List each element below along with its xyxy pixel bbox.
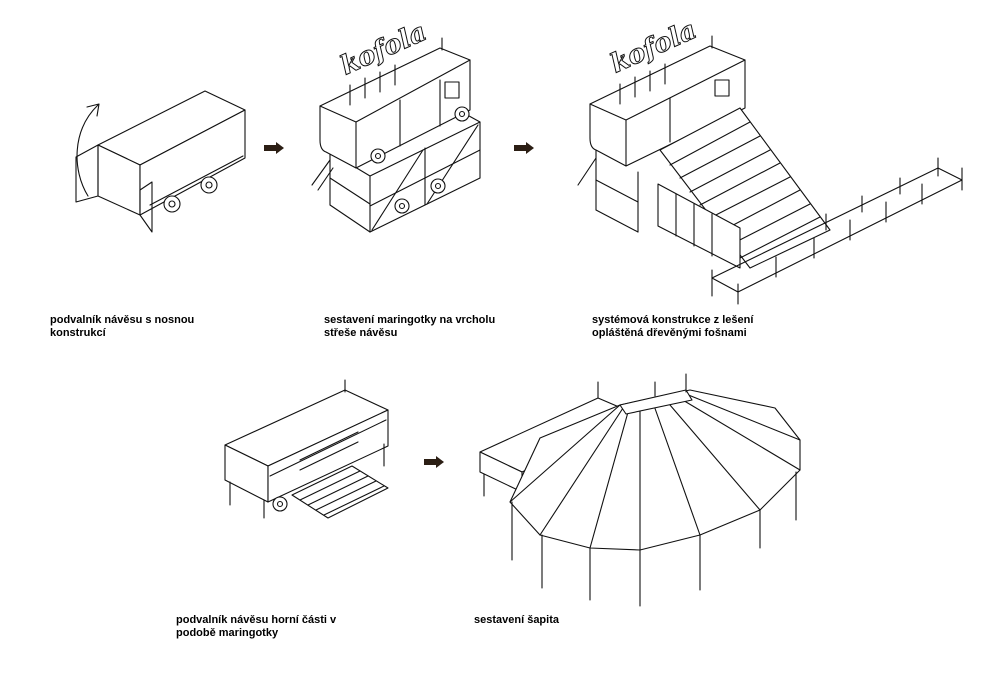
circus-tent-drawing (479, 373, 801, 607)
caption-line: podvalník návěsu horní části v (176, 614, 337, 626)
caption-line: sestavení maringotky na vrcholu (324, 314, 496, 326)
arrow-right-icon (424, 456, 444, 468)
caravan-steps-drawing (224, 379, 389, 519)
caption-line: sestavení šapita (474, 614, 559, 626)
caravan-on-trailer-drawing (311, 37, 481, 233)
caption-step4: podvalník návěsu horní části v podobě ma… (176, 614, 376, 640)
arrow-right-icon (264, 142, 284, 154)
caption-line: konstrukcí (50, 327, 106, 339)
trailer-box-drawing (75, 90, 246, 233)
caption-step2: sestavení maringotky na vrcholu střeše n… (324, 314, 524, 340)
caption-step1: podvalník návěsu s nosnou konstrukcí (50, 314, 250, 340)
scaffold-tribune-drawing (577, 35, 963, 305)
arrow-right-icon (514, 142, 534, 154)
caption-line: systémová konstrukce z lešení (592, 314, 754, 326)
caption-line: podobě maringotky (176, 627, 279, 639)
caption-step5: sestavení šapita (474, 614, 674, 627)
caption-line: opláštěná dřevěnými fošnami (592, 327, 747, 339)
caption-line: střeše návěsu (324, 327, 398, 339)
caption-step3: systémová konstrukce z lešení opláštěná … (592, 314, 792, 340)
caption-line: podvalník návěsu s nosnou (50, 314, 195, 326)
